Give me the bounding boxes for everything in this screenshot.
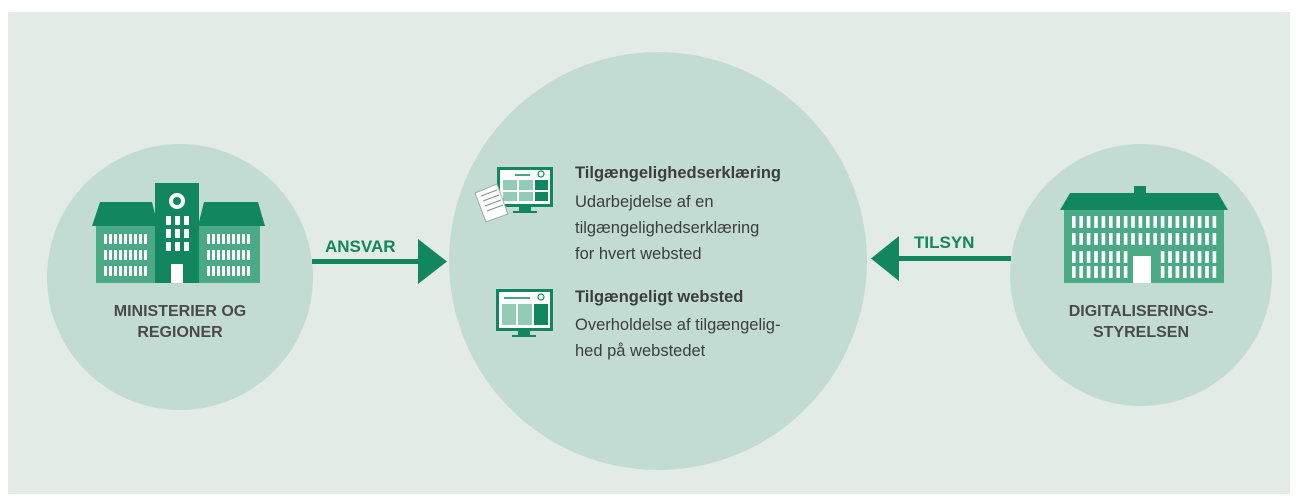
building-window [1094,233,1098,245]
building-window [1101,251,1106,263]
building-window [1123,266,1128,278]
building-window [1131,233,1135,245]
building-window [1160,233,1165,245]
building-window [1131,216,1135,228]
building-window [1079,216,1083,228]
building-window [1168,216,1172,228]
building-window [1086,266,1091,278]
government-building-icon [92,183,265,283]
building-window [1094,216,1098,228]
building-window [1086,233,1091,245]
building-window [1190,216,1194,228]
building-window [1109,251,1113,263]
ministries-label-line-1: MINISTERIER OG [113,303,247,320]
building-window [1116,233,1120,245]
building-window [1183,251,1187,263]
building-window [1197,216,1202,228]
building-window [1197,251,1202,263]
building-window [1168,266,1172,278]
building-window [1197,233,1202,245]
building-window [1072,251,1076,263]
building-window [1183,266,1187,278]
tilsyn-arrow [871,236,1011,281]
building-window [1190,233,1194,245]
website-title: Tilgængeligt websted [575,288,744,306]
building-window [1153,216,1157,228]
ansvar-label: ANSVAR [325,237,396,256]
building-window [1153,233,1157,245]
declaration-description: Udarbejdelse af en tilgængelighedserklær… [575,193,760,263]
building-window [1072,233,1076,245]
building-window [1138,233,1143,245]
ministries-label-line-2: REGIONER [137,324,223,341]
declaration-title: Tilgængelighedserklæring [575,164,781,182]
building-window [1183,233,1187,245]
building-window [1079,251,1083,263]
building-window [1190,251,1194,263]
accessibility-circle [449,52,867,470]
building-window [1175,216,1180,228]
building-window [1175,251,1180,263]
ministries-label: MINISTERIER OG REGIONER [80,301,280,343]
building-window [1072,266,1076,278]
agency-label-line-2: STYRELSEN [1092,324,1189,341]
building-window [1212,216,1217,228]
building-window [1086,251,1091,263]
building-window [1101,233,1106,245]
building-window [1212,233,1217,245]
building-window [1212,266,1217,278]
document-and-monitor-icon [474,167,553,223]
tilsyn-label: TILSYN [914,233,975,252]
building-window [1175,233,1180,245]
building-window [1109,266,1113,278]
building-window [1116,251,1120,263]
building-window [1109,216,1113,228]
building-window [1197,266,1202,278]
building-window [1086,216,1091,228]
building-window [1101,216,1106,228]
building-window [1168,251,1172,263]
building-window [1116,266,1120,278]
ansvar-arrow [312,239,447,284]
building-window [1079,266,1083,278]
building-window [1094,251,1098,263]
agency-label-line-1: DIGITALISERINGS- [1068,303,1214,320]
building-window [1079,233,1083,245]
building-window [1094,266,1098,278]
building-window [1190,266,1194,278]
building-window [1160,266,1165,278]
building-window [1146,216,1150,228]
agency-label: DIGITALISERINGS- STYRELSEN [1041,301,1241,343]
building-window [1212,251,1217,263]
office-building-icon [1060,186,1228,283]
building-window [1109,233,1113,245]
building-window [1116,216,1120,228]
building-window [1101,266,1106,278]
building-window [1072,216,1076,228]
building-window [1123,251,1128,263]
building-window [1160,216,1165,228]
building-window [1123,233,1128,245]
building-window [1146,233,1150,245]
building-window [1168,233,1172,245]
building-window [1205,216,1209,228]
building-window [1205,233,1209,245]
building-window [1138,216,1143,228]
website-monitor-icon [496,289,553,337]
building-window [1205,251,1209,263]
building-window [1160,251,1165,263]
building-window [1123,216,1128,228]
building-window [1183,216,1187,228]
website-description: Overholdelse af tilgængelig- hed på webs… [575,316,781,360]
building-window [1205,266,1209,278]
building-window [1175,266,1180,278]
